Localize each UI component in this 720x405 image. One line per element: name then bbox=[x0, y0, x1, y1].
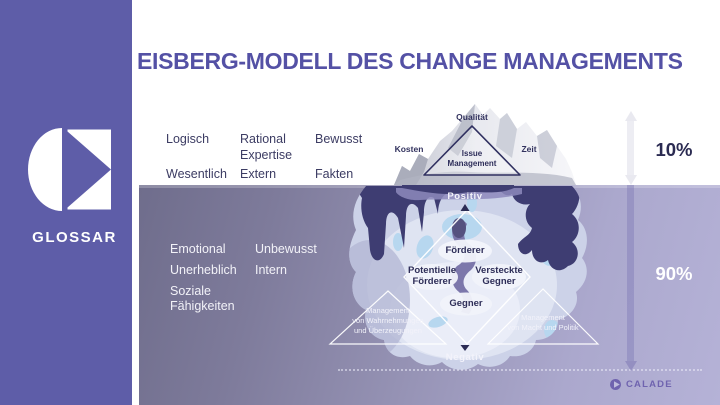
label-negativ: Negativ bbox=[445, 352, 485, 363]
label-zeit: Zeit bbox=[521, 144, 537, 154]
label-kosten: Kosten bbox=[394, 144, 424, 154]
keyword-fakten: Fakten bbox=[315, 167, 354, 181]
keyword-unbewusst: Unbewusst bbox=[255, 242, 317, 256]
above-water-measure-arrow bbox=[624, 111, 637, 185]
arrow-up-icon bbox=[624, 111, 637, 121]
page-title: EISBERG-MODELL DES CHANGE MANAGEMENTS bbox=[137, 48, 683, 74]
keyword-bewusst: Bewusst bbox=[315, 132, 363, 146]
arrow-down-icon bbox=[624, 175, 637, 185]
label-versteckte-gegner: Versteckte Gegner bbox=[475, 265, 523, 287]
waterline-dark-band bbox=[402, 182, 514, 195]
percent-below-water: 90% bbox=[655, 263, 693, 284]
depth-dotted-line bbox=[338, 369, 702, 371]
iceberg-illustration bbox=[328, 104, 600, 370]
keyword-rational-expertise: Rational Expertise bbox=[240, 132, 293, 162]
iceberg-underwater-body bbox=[349, 186, 587, 370]
brand-name: CALADE bbox=[626, 379, 673, 390]
sidebar: GLOSSAR bbox=[0, 0, 132, 405]
management-left-triangle bbox=[328, 290, 448, 345]
keyword-emotional: Emotional bbox=[170, 242, 226, 256]
issue-management-triangle bbox=[423, 125, 521, 176]
label-management-left: Management von Wahrnehmungen und Überzeu… bbox=[352, 306, 424, 335]
keyword-intern: Intern bbox=[255, 263, 287, 277]
label-positiv: Positiv bbox=[447, 191, 483, 202]
keyword-soziale-faehigkeiten: Soziale Fähigkeiten bbox=[170, 284, 235, 313]
management-right-triangle bbox=[486, 288, 600, 345]
percent-above-water: 10% bbox=[655, 139, 693, 160]
stakeholder-ovals bbox=[406, 239, 526, 316]
label-issue-management: Issue Management bbox=[447, 149, 497, 168]
sidebar-label: GLOSSAR bbox=[32, 229, 117, 246]
label-gegner: Gegner bbox=[449, 298, 483, 309]
calade-icon bbox=[610, 379, 621, 390]
glossar-logo-icon bbox=[28, 128, 111, 211]
arrow-down-icon bbox=[624, 361, 637, 371]
keyword-logisch: Logisch bbox=[166, 132, 210, 146]
keyword-unerheblich: Unerheblich bbox=[170, 263, 237, 277]
brand-logo: CALADE bbox=[610, 379, 673, 390]
label-potentielle-foerderer: Potentielle Förderer bbox=[407, 265, 457, 287]
positive-arrow-icon bbox=[460, 204, 470, 211]
keyword-extern: Extern bbox=[240, 167, 277, 181]
keyword-wesentlich: Wesentlich bbox=[166, 167, 227, 181]
label-foerderer: Förderer bbox=[445, 245, 485, 256]
below-water-measure-arrow bbox=[624, 185, 637, 371]
stakeholder-diamond bbox=[403, 208, 531, 346]
label-management-right: Management von Macht und Politik bbox=[507, 313, 579, 332]
label-qualitaet: Qualität bbox=[456, 112, 488, 122]
negative-arrow-icon bbox=[460, 345, 470, 351]
